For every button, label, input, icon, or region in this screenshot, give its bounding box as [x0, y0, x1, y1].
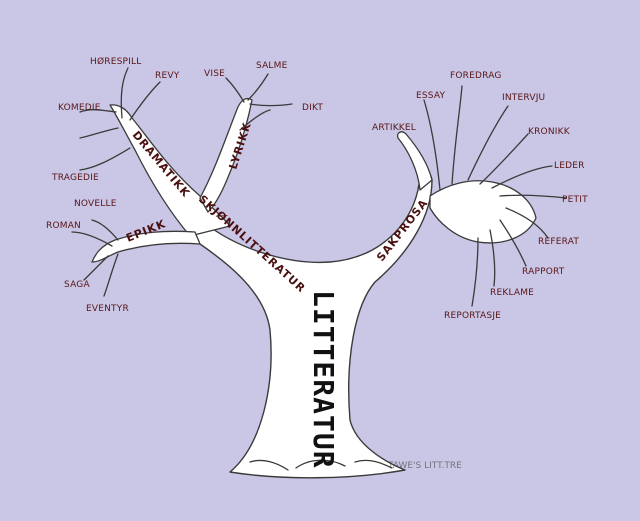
leaf-eventyr: EVENTYR	[86, 304, 129, 314]
leaf-dikt: DIKT	[302, 103, 323, 113]
leaf-salme: SALME	[256, 61, 288, 71]
leaf-tragedie: TRAGEDIE	[51, 173, 99, 183]
poetry-limb	[199, 97, 253, 213]
leaf-novelle: NOVELLE	[74, 199, 117, 209]
leaf-foredrag: FOREDRAG	[450, 71, 502, 81]
title-label: LITTERATUR	[307, 290, 340, 469]
drama-twigs	[79, 67, 161, 171]
tree-trunk	[185, 172, 433, 479]
credit-text: TAWE'S LITT.TRE	[387, 461, 462, 471]
leaf-revy: REVY	[155, 71, 180, 81]
leaf-referat: REFERAT	[538, 237, 579, 247]
poetry-twigs	[225, 73, 293, 131]
leaf-reportasje: REPORTASJE	[444, 311, 501, 321]
leaf-essay: ESSAY	[416, 91, 446, 101]
nonfiction-crown	[429, 180, 537, 244]
tree-roots	[249, 459, 393, 471]
leaf-petit: PETIT	[562, 195, 588, 205]
epic-limb	[91, 230, 201, 263]
leaf-saga: SAGA	[64, 280, 90, 290]
nonfiction-twigs	[423, 85, 567, 307]
leaf-rapport: RAPPORT	[522, 267, 565, 277]
epic-twigs	[71, 219, 119, 297]
leaf-komedie: KOMEDIE	[58, 103, 101, 113]
nonfiction-limb	[396, 131, 433, 191]
leaf-kronikk: KRONIKK	[528, 127, 571, 137]
leaf-leder: LEDER	[554, 161, 585, 171]
leaf-artikkel: ARTIKKEL	[372, 123, 416, 133]
leaf-roman: ROMAN	[46, 221, 81, 231]
leaf-vise: VISE	[204, 69, 225, 79]
leaf-horespill: HØRESPILL	[90, 56, 141, 67]
leaf-reklame: REKLAME	[490, 288, 534, 298]
leaf-intervju: INTERVJU	[502, 93, 545, 103]
